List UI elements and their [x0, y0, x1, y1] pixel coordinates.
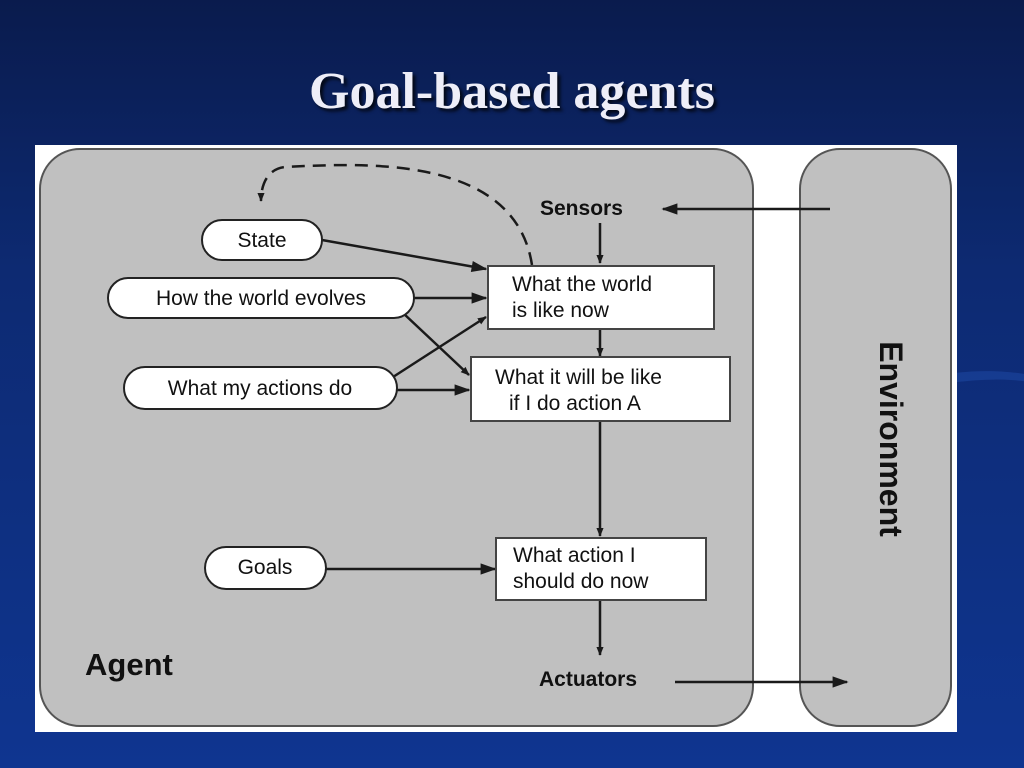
evolves-to-future-arrow — [402, 312, 470, 376]
sensors-label: Sensors — [540, 197, 623, 220]
state-feedback-dashed-arrow — [257, 163, 534, 266]
will-be-like-box — [470, 356, 731, 422]
state-label: State — [237, 229, 286, 252]
actions-to-world-arrow — [392, 315, 487, 379]
state-to-world-arrow — [321, 238, 488, 273]
actions-do-label: What my actions do — [168, 377, 352, 400]
action-now-line2: should do now — [513, 570, 649, 593]
goal-based-agent-diagram: State How the world evolves What my acti… — [39, 148, 952, 727]
environment-label: Environment — [873, 341, 909, 537]
diagram-panel: State How the world evolves What my acti… — [35, 145, 957, 732]
agent-label: Agent — [85, 647, 173, 682]
will-be-like-line2: if I do action A — [509, 392, 641, 415]
world-now-box — [487, 265, 715, 330]
environment-region — [799, 148, 952, 727]
actuators-label: Actuators — [539, 668, 637, 691]
goals-oval — [204, 546, 327, 590]
action-now-box — [495, 537, 707, 601]
state-oval — [201, 219, 323, 261]
slide-title: Goal-based agents — [309, 63, 715, 120]
world-now-line1: What the world — [512, 273, 652, 296]
world-now-line2: is like now — [512, 299, 610, 322]
world-evolves-label: How the world evolves — [156, 287, 366, 310]
goals-label: Goals — [238, 556, 293, 579]
world-evolves-oval — [107, 277, 415, 319]
action-now-line1: What action I — [513, 544, 636, 567]
agent-region — [39, 148, 754, 727]
will-be-like-line1: What it will be like — [495, 366, 662, 389]
actions-do-oval — [123, 366, 398, 410]
